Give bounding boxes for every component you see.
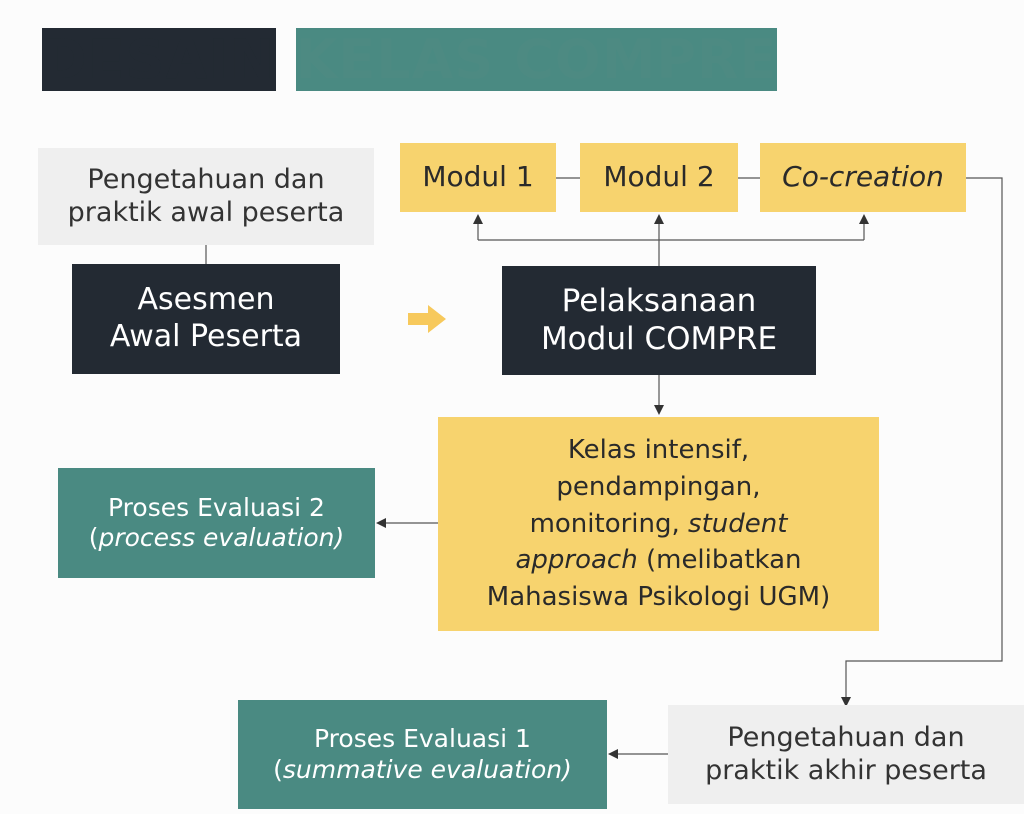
implementation-line1: Pelaksanaan xyxy=(561,282,757,319)
initial-knowledge-line1: Pengetahuan dan xyxy=(87,163,325,195)
initial-knowledge-box: Pengetahuan dan praktik awal peserta xyxy=(38,148,374,245)
module2-box: Modul 2 xyxy=(580,143,738,212)
initial-knowledge-line2: praktik awal peserta xyxy=(67,196,345,228)
arrow-accent-icon xyxy=(408,305,446,333)
initial-assessment-line1: Asesmen xyxy=(137,282,275,318)
eval1-box: Proses Evaluasi 1 (summative evaluation) xyxy=(238,700,607,809)
intensive-line3b: student xyxy=(688,508,788,539)
intensive-line5: Mahasiswa Psikologi UGM) xyxy=(486,582,831,613)
cocreation-label: Co-creation xyxy=(782,160,944,194)
connector-cocreation-final xyxy=(841,177,1003,707)
initial-assessment-line2: Awal Peserta xyxy=(109,319,303,354)
module1-box: Modul 1 xyxy=(400,143,556,212)
eval2-paren: ( xyxy=(88,523,99,552)
implementation-line2: Modul COMPRE xyxy=(540,320,778,357)
final-knowledge-line1: Pengetahuan dan xyxy=(727,721,965,753)
final-knowledge-box: Pengetahuan dan praktik akhir peserta xyxy=(668,705,1024,804)
intensive-class-box: Kelas intensif, pendampingan, monitoring… xyxy=(438,417,879,631)
eval1-line1: Proses Evaluasi 1 xyxy=(314,724,531,753)
implementation-box: Pelaksanaan Modul COMPRE xyxy=(502,266,816,375)
intensive-line4a: approach xyxy=(515,545,638,576)
eval1-italic: summative evaluation) xyxy=(282,754,572,784)
title-part-dark: DESAIN xyxy=(42,28,276,91)
module2-label: Modul 2 xyxy=(603,160,715,194)
final-knowledge-line2: praktik akhir peserta xyxy=(705,754,987,786)
eval2-italic: process evaluation) xyxy=(98,523,345,552)
eval1-paren: ( xyxy=(273,754,283,784)
page-title: DESAIN KELAS COMPRE xyxy=(42,28,778,91)
eval2-box: Proses Evaluasi 2 (process evaluation) xyxy=(58,468,375,578)
eval2-line1: Proses Evaluasi 2 xyxy=(108,492,325,522)
title-part-teal: KELAS COMPRE xyxy=(295,28,778,91)
cocreation-box: Co-creation xyxy=(760,143,966,212)
intensive-line2: pendampingan, xyxy=(556,471,761,502)
module1-label: Modul 1 xyxy=(422,160,534,194)
intensive-line4b: (melibatkan xyxy=(637,545,802,576)
intensive-line1: Kelas intensif, xyxy=(567,434,750,465)
initial-assessment-box: Asesmen Awal Peserta xyxy=(72,264,340,374)
intensive-line3a: monitoring, xyxy=(529,508,689,539)
